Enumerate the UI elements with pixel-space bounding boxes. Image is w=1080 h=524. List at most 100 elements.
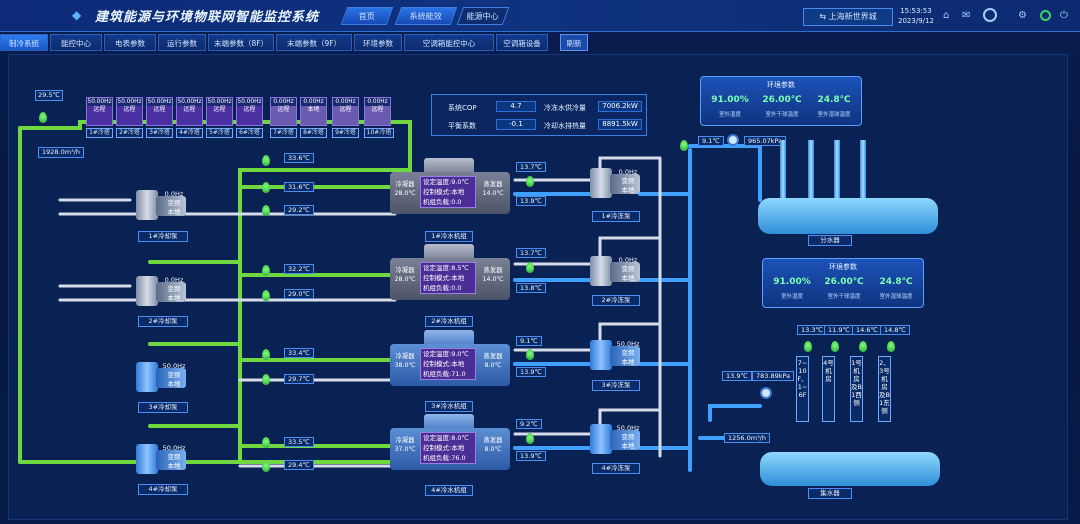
tab-ahu-device[interactable]: 空调箱设备	[496, 34, 548, 51]
settings-icon[interactable]: ⚙	[1018, 10, 1027, 21]
tower-label-3: 3#冷塔	[146, 128, 173, 138]
chw-pump-label-4: 4#冷冻泵	[592, 463, 640, 474]
chiller-label-4: 4#冷水机组	[425, 485, 473, 496]
chiller-label-3: 3#冷水机组	[425, 401, 473, 412]
chiller2-inlet-temp: 32.2℃	[284, 264, 314, 274]
return-temp: 13.9℃	[722, 371, 752, 381]
power-icon[interactable]: ⏻	[1060, 10, 1068, 21]
tab-control-center[interactable]: 能控中心	[50, 34, 102, 51]
chiller3-inlet-temp: 33.4℃	[284, 348, 314, 358]
valve-icon[interactable]	[831, 341, 839, 352]
tower-label-6: 6#冷塔	[236, 128, 263, 138]
valve-icon[interactable]	[887, 341, 895, 352]
valve-icon[interactable]	[262, 205, 270, 216]
valve-icon[interactable]	[526, 262, 534, 273]
record-icon[interactable]	[983, 8, 997, 22]
location-icon: ⇆	[819, 12, 829, 21]
tab-runtime[interactable]: 运行参数	[158, 34, 206, 51]
tower-label-9: 9#冷塔	[332, 128, 359, 138]
valve-icon[interactable]	[262, 437, 270, 448]
chiller-label-2: 2#冷水机组	[425, 316, 473, 327]
branch-temp-4: 14.8℃	[880, 325, 910, 335]
capacity-label: 冷冻水供冷量	[544, 104, 586, 112]
cooling-pump-label-4: 4#冷却泵	[138, 484, 188, 495]
balance-value: -0.1	[496, 119, 536, 130]
chiller2-outlet-temp: 29.0℃	[284, 289, 314, 299]
tower-valve-icon[interactable]	[39, 112, 47, 123]
location-selector[interactable]: ⇆ 上海新世界城	[803, 8, 893, 26]
return-header-label: 集水器	[808, 488, 852, 499]
pressure-gauge-icon	[727, 134, 739, 146]
tab-ahu-control[interactable]: 空调箱能控中心	[404, 34, 494, 51]
valve-icon[interactable]	[262, 265, 270, 276]
valve-icon[interactable]	[262, 182, 270, 193]
home-icon[interactable]: ⌂	[943, 10, 950, 21]
cop-panel: 系统COP 4.7 冷冻水供冷量 7006.2kW 平衡系数 -0.1 冷却水排…	[431, 94, 647, 136]
valve-icon[interactable]	[526, 349, 534, 360]
valve-icon[interactable]	[262, 155, 270, 166]
valve-icon[interactable]	[526, 176, 534, 187]
valve-icon[interactable]	[262, 461, 270, 472]
supply-header-tank[interactable]	[758, 198, 938, 234]
valve-icon[interactable]	[859, 341, 867, 352]
valve-icon[interactable]	[804, 341, 812, 352]
refresh-button[interactable]: 刷新	[560, 34, 588, 51]
heat-value: 8891.5kW	[598, 119, 642, 130]
top-header: ◆ 建筑能源与环境物联网智能监控系统 首页 系统能效 能源中心 ⇆ 上海新世界城…	[0, 0, 1080, 32]
tab-terminal-8f[interactable]: 末端参数（8F）	[208, 34, 274, 51]
valve-icon[interactable]	[262, 290, 270, 301]
capacity-value: 7006.2kW	[598, 101, 642, 112]
supply-stem	[860, 140, 866, 200]
tab-terminal-9f[interactable]: 末端参数（9F）	[276, 34, 352, 51]
valve-icon[interactable]	[262, 374, 270, 385]
supply-temp: 9.1℃	[698, 136, 724, 146]
chw1-out-temp: 13.7℃	[516, 162, 546, 172]
chiller-label-1: 1#冷水机组	[425, 231, 473, 242]
return-header-tank[interactable]	[760, 452, 940, 486]
branch-label-1: 7~10F、1~6F	[796, 356, 809, 422]
chw1-in-temp: 13.9℃	[516, 196, 546, 206]
tower-flow: 1928.0m³/h	[38, 147, 84, 158]
chiller1-inlet-temp: 33.6℃	[284, 153, 314, 163]
cooling-pump-label-3: 3#冷却泵	[138, 402, 188, 413]
branch-temp-2: 11.9℃	[824, 325, 854, 335]
chw-blue-pipes	[513, 144, 762, 472]
cooling-white-pipes	[58, 198, 397, 468]
return-pressure: 783.89kPa	[752, 371, 795, 381]
tab-refrigeration[interactable]: 制冷系统	[0, 34, 48, 51]
system-title: 建筑能源与环境物联网智能监控系统	[95, 10, 320, 25]
valve-icon[interactable]	[680, 140, 688, 151]
chiller3-outlet-temp: 29.7℃	[284, 374, 314, 384]
chiller1-mid-temp: 31.6℃	[284, 182, 314, 192]
tower-label-7: 7#冷塔	[270, 128, 297, 138]
valve-icon[interactable]	[262, 349, 270, 360]
valve-icon[interactable]	[526, 433, 534, 444]
tab-meter[interactable]: 电表参数	[104, 34, 156, 51]
tower-label-4: 4#冷塔	[176, 128, 203, 138]
tab-environment[interactable]: 环境参数	[354, 34, 402, 51]
message-icon[interactable]: ✉	[962, 10, 971, 21]
